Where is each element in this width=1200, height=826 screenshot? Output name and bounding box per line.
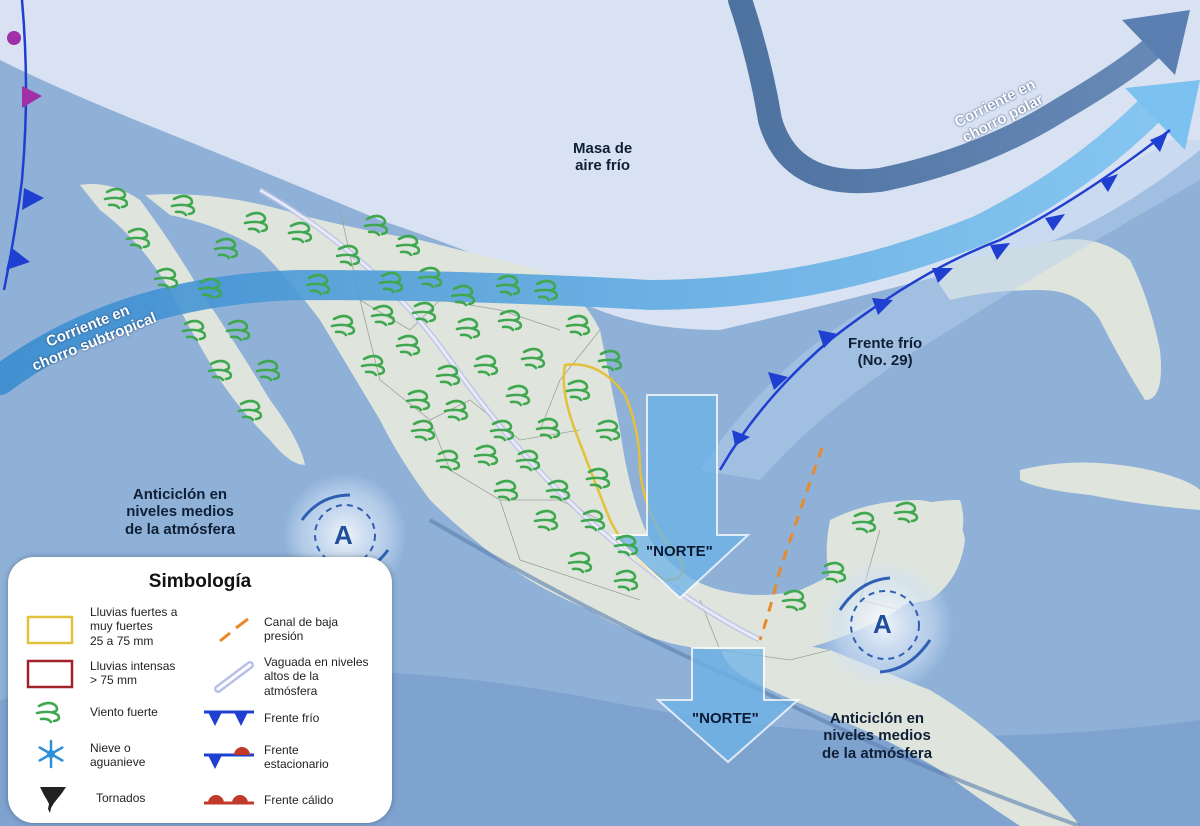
upper-trough-icon [214,661,254,693]
cold-front-line [718,129,1171,471]
polar-jet-stream [728,0,1162,194]
florida-land [930,239,1161,400]
stationary-front-icon [204,747,254,769]
baja-california-land [80,184,305,465]
legend-warm-front: Frente cálido [264,793,334,807]
west-front-symbols [6,31,44,270]
low-pressure-channel-icon [219,617,249,643]
cold-front-label: Frente frío(No. 29) [848,335,923,370]
cold-front-glow [700,140,1200,480]
norte-label-pacific: "NORTE" [692,710,759,727]
heavy-rain-icon [26,615,74,645]
legend-strong-wind: Viento fuerte [90,705,158,719]
legend-tornado: Tornados [96,791,146,805]
central-america-land [720,640,1080,826]
cold-front-icon [204,710,254,726]
norte-arrow-pacific [655,647,801,764]
legend-title: Simbología [148,571,252,592]
legend-cold-front: Frente frío [264,711,320,725]
wind-swirl-icon [35,701,61,724]
subtropical-jet-stream [0,95,1165,395]
norte-label-gulf: "NORTE" [646,543,713,560]
anticyclone-east [817,557,953,693]
polar-jet-arrowhead [1122,10,1190,75]
cold-front-triangles [732,132,1168,446]
subtropical-jet-arrowhead [1125,80,1200,150]
cuba-land [1020,462,1200,510]
intense-rain-icon [26,659,74,689]
anticyclone-east-letter: A [873,609,892,639]
norte-arrow-gulf [609,394,751,600]
warm-front-icon [204,795,254,805]
anticyclone-west-letter: A [334,520,353,550]
snowflake-icon [38,739,64,769]
mexico-land [145,194,964,655]
legend-intense-rain: Lluvias intensas> 75 mm [90,659,176,688]
tornado-icon [40,787,66,813]
